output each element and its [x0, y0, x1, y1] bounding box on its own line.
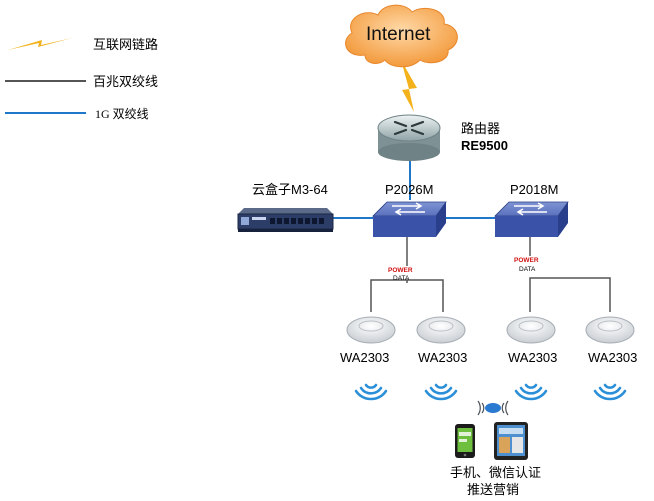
link-right-aps: [529, 277, 611, 312]
switch-icon: [372, 201, 447, 237]
access-point-icon: [346, 316, 396, 344]
client-devices: 手机、微信认证 推送营销: [450, 400, 541, 497]
legend-item-fast-ethernet: 百兆双绞线: [5, 74, 158, 89]
poe-power-label: POWER: [514, 257, 539, 264]
access-point-2: WA2303: [416, 316, 467, 401]
access-point-icon: [506, 316, 556, 344]
wifi-icon: [354, 383, 388, 401]
phone-icon: [455, 424, 475, 458]
access-point-icon: [416, 316, 466, 344]
legend-item-gigabit: 1G 双绞线: [5, 106, 149, 121]
access-point-4: WA2303: [585, 316, 637, 401]
internet-cloud: Internet: [345, 4, 458, 68]
poe-left: POWER DATA: [388, 267, 413, 282]
internet-link-bolt: [401, 60, 417, 112]
cloud-icon: [345, 4, 458, 68]
access-point-3: WA2303: [506, 316, 557, 401]
client-caption-line2: 推送营销: [467, 482, 519, 497]
legend: 互联网链路 百兆双绞线 1G 双绞线: [5, 37, 158, 121]
ap-label: WA2303: [588, 350, 637, 365]
access-point-1: WA2303: [340, 316, 396, 401]
router: 路由器 RE9500: [377, 114, 508, 161]
router-model: RE9500: [461, 138, 508, 153]
switch-right-label: P2018M: [510, 182, 558, 197]
access-points: WA2303 WA2303 WA2303: [340, 316, 637, 401]
switch-left: P2026M: [372, 182, 447, 237]
lightning-bolt-icon: [8, 38, 72, 50]
legend-item-internet-link: 互联网链路: [8, 37, 158, 52]
client-caption-line1: 手机、微信认证: [450, 465, 541, 480]
legend-label: 百兆双绞线: [93, 74, 158, 89]
legend-label: 互联网链路: [93, 37, 158, 52]
cloudbox-device: 云盒子M3-64: [237, 182, 334, 232]
legend-label: 1G 双绞线: [95, 106, 149, 121]
switch-icon: [494, 201, 569, 237]
access-point-icon: [585, 316, 635, 344]
wifi-icon: [424, 383, 458, 401]
internet-label: Internet: [366, 24, 431, 45]
wifi-icon: [593, 383, 627, 401]
poe-right: POWER DATA: [514, 257, 539, 273]
ap-label: WA2303: [340, 350, 389, 365]
ap-label: WA2303: [508, 350, 557, 365]
poe-data-label: DATA: [393, 275, 410, 282]
router-label: 路由器: [461, 121, 500, 136]
ap-label: WA2303: [418, 350, 467, 365]
rack-server-icon: [237, 208, 334, 232]
tablet-icon: [494, 422, 528, 460]
switch-right: P2018M: [494, 182, 569, 237]
links: [333, 60, 611, 312]
poe-power-label: POWER: [388, 267, 413, 274]
link-left-aps: [370, 279, 444, 312]
wifi-broadcast-icon: [477, 400, 509, 416]
cloudbox-label: 云盒子M3-64: [252, 182, 328, 197]
switch-left-label: P2026M: [385, 182, 433, 197]
router-icon: [377, 114, 441, 161]
poe-data-label: DATA: [519, 266, 536, 273]
wifi-icon: [514, 383, 548, 401]
